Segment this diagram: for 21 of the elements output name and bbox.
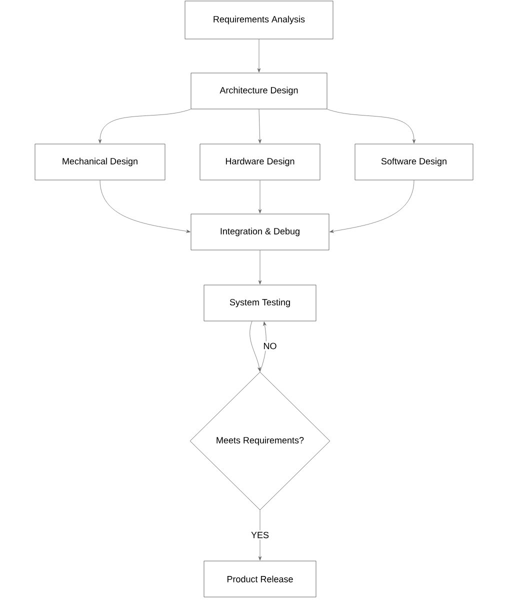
process-box: Requirements Analysis — [184, 0, 334, 40]
arrow — [258, 109, 262, 144]
arrow — [258, 250, 262, 284]
arrow — [257, 39, 261, 72]
process-box: Hardware Design — [200, 144, 320, 180]
process-box: System Testing — [204, 284, 316, 322]
arrow — [250, 321, 261, 372]
arrow — [98, 109, 191, 144]
process-box: Architecture Design — [190, 72, 328, 110]
arrow — [327, 109, 416, 144]
edge-label: NO — [262, 341, 278, 351]
arrow — [258, 510, 262, 560]
process-box: Product Release — [204, 560, 316, 598]
arrow — [260, 322, 266, 372]
process-box: Mechanical Design — [34, 144, 166, 180]
edge-label: YES — [250, 530, 270, 540]
arrow — [100, 180, 190, 233]
process-box: Software Design — [354, 144, 474, 180]
arrow — [258, 180, 262, 214]
process-box: Integration & Debug — [190, 214, 330, 250]
arrow — [330, 180, 414, 233]
